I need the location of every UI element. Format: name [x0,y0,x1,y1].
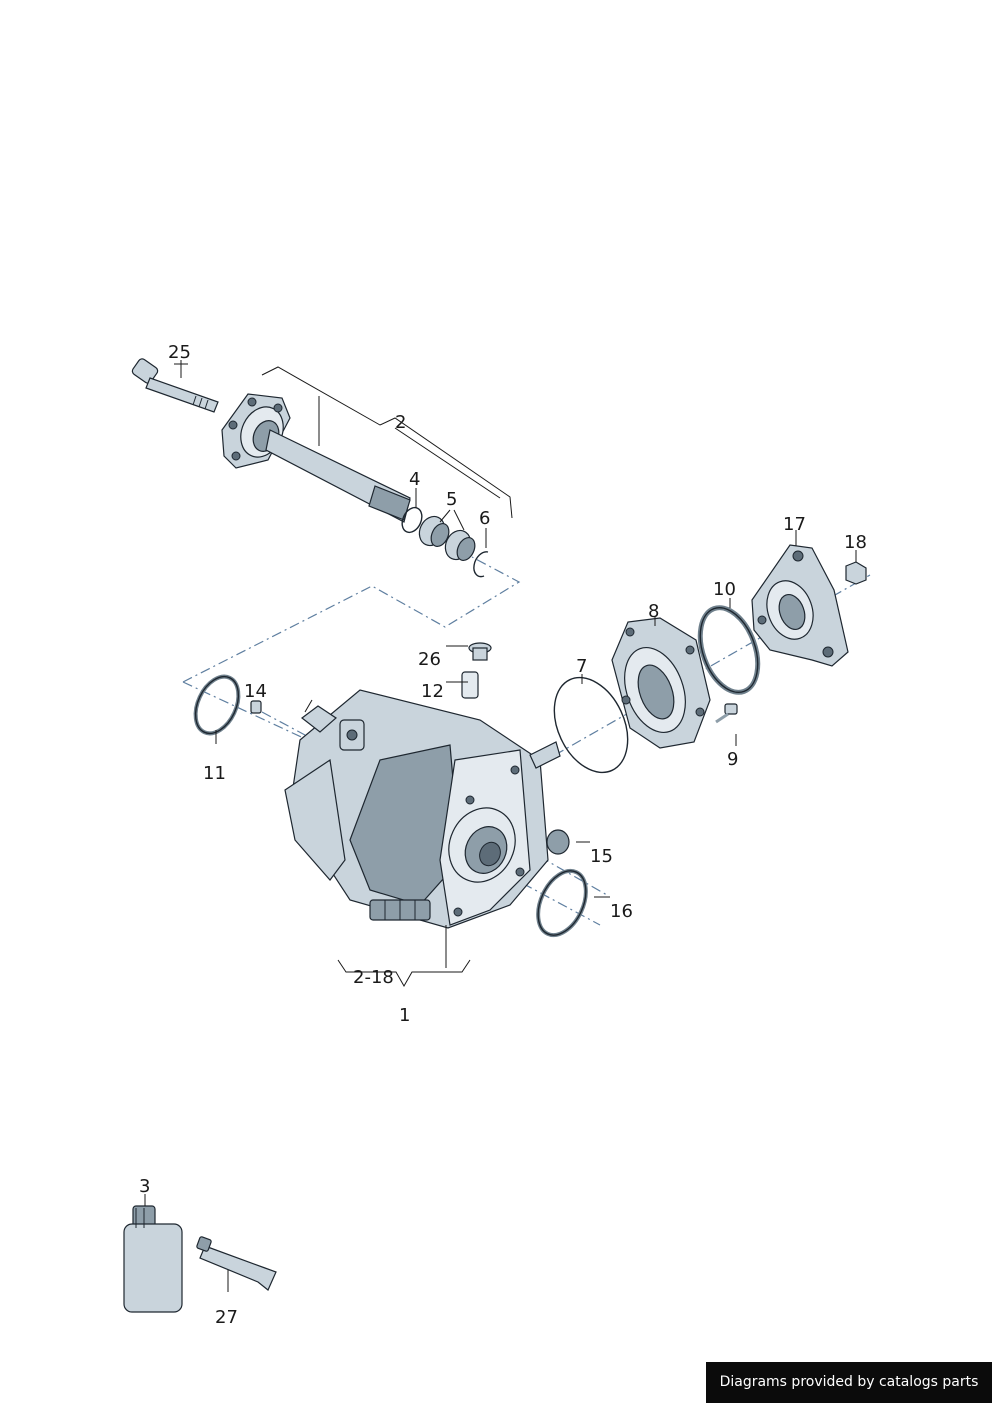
plug-15-part [546,829,570,855]
circlip-6-part [473,551,489,578]
callout-labels: 25 2 4 5 6 17 18 10 8 7 26 12 14 11 9 15… [139,342,867,1328]
credit-banner: Diagrams provided by catalogs parts [706,1362,992,1403]
needle-bearing-5b-part [444,529,476,561]
nut-18-part [845,561,867,585]
cap-26-part [468,642,492,661]
callout-10: 10 [713,579,736,600]
seal-ring-16-part [536,868,588,938]
transfer-case-housing-part [284,689,561,929]
callout-5: 5 [446,489,457,510]
callout-2: 2 [395,412,406,433]
sleeve-12-part [461,671,479,699]
cover-8-part [611,617,711,749]
callout-25: 25 [168,342,191,363]
callout-16: 16 [610,901,633,922]
callout-14: 14 [244,681,267,702]
callout-15: 15 [590,846,613,867]
callout-1: 1 [399,1005,410,1026]
callout-8: 8 [648,601,659,622]
callout-11: 11 [203,763,226,784]
leader-lines [144,360,857,1292]
callout-3: 3 [139,1176,150,1197]
callout-12: 12 [421,681,444,702]
needle-bearing-5a-part [418,515,450,547]
callout-27: 27 [215,1307,238,1328]
callout-7: 7 [576,656,587,677]
plug-14-part [250,700,262,714]
flange-17-part [751,544,849,667]
oil-bottle-3-part [123,1205,183,1313]
callout-18: 18 [844,532,867,553]
input-shaft-assembly [131,358,489,578]
callout-26: 26 [418,649,441,670]
bolt-25-part [131,358,219,413]
callout-6: 6 [479,508,490,529]
callout-4: 4 [409,469,420,490]
callout-17: 17 [783,514,806,535]
callout-9: 9 [727,749,738,770]
callout-2-18: 2-18 [353,967,394,988]
seal-ring-11-part [193,674,241,736]
circlip-4-part [401,506,423,534]
shaft-spline [368,485,411,521]
o-ring-7-part [553,676,629,774]
bolt-9-part [715,703,738,724]
grease-tube-27-part [196,1236,277,1291]
